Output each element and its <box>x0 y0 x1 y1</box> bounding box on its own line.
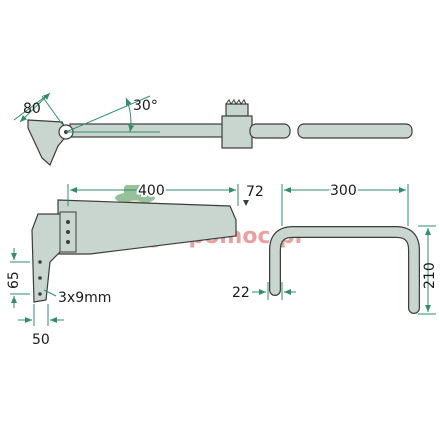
side-bracket <box>31 213 63 303</box>
dim-65: 65 <box>6 271 22 289</box>
mounting-plate <box>27 119 69 166</box>
top-view: 30° 80 <box>13 92 413 166</box>
dim-210: 210 <box>422 262 438 289</box>
dim-3x9mm: 3x9mm <box>58 290 111 306</box>
dim-72: 72 <box>246 184 264 200</box>
dim-400: 400 <box>138 183 165 199</box>
knob-icon <box>225 103 249 117</box>
upper-arm <box>69 123 231 138</box>
clamp-body <box>221 115 253 149</box>
u-bar <box>270 227 419 313</box>
tube-segment-right <box>297 123 413 139</box>
dim-50: 50 <box>32 332 50 348</box>
side-view: 400 72 300 210 22 65 3x9mm <box>6 181 438 348</box>
tube-segment-left <box>249 123 291 139</box>
dim-80: 80 <box>23 101 41 117</box>
dim-300: 300 <box>330 183 357 199</box>
dim-30-degrees: 30° <box>133 98 158 114</box>
dim-22: 22 <box>232 285 250 301</box>
